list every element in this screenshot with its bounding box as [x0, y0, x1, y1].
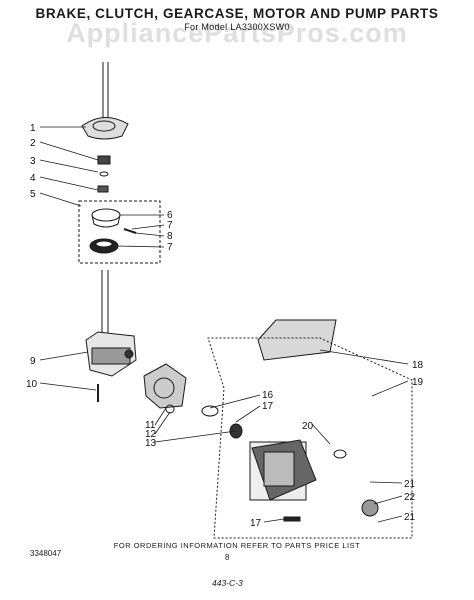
watermark: AppliancePartsPros.com	[66, 18, 408, 48]
callout-label: 7	[167, 242, 173, 253]
page-number: 8	[225, 553, 230, 562]
callout-label: 21	[404, 512, 416, 523]
callout-label: 21	[404, 479, 416, 490]
page-title: BRAKE, CLUTCH, GEARCASE, MOTOR AND PUMP …	[35, 6, 439, 21]
brake-kit-box	[78, 200, 161, 264]
brake-shaft-part	[81, 62, 129, 140]
callout-label: 2	[30, 138, 36, 149]
callout-label: 4	[30, 173, 36, 184]
motor	[249, 439, 379, 517]
callout-label: 18	[412, 360, 424, 371]
pump	[143, 363, 187, 414]
callout-label: 12	[145, 429, 157, 440]
model-number: For Model LA3300XSW0	[184, 22, 290, 32]
callout-label: 5	[30, 189, 36, 200]
small-parts-stack	[97, 155, 111, 193]
gearcase	[85, 270, 137, 377]
callout-label: 22	[404, 492, 416, 503]
callout-label: 10	[26, 379, 38, 390]
ordering-note: FOR ORDERING INFORMATION REFER TO PARTS …	[113, 541, 361, 550]
callout-label: 13	[145, 438, 157, 449]
callout-label: 8	[167, 231, 173, 242]
callout-label: 20	[302, 421, 314, 432]
callout-label: 19	[412, 377, 424, 388]
callout-label: 6	[167, 210, 173, 221]
callout-label: 17	[262, 401, 274, 412]
motor-box	[207, 337, 413, 539]
callout-label: 11	[145, 420, 156, 431]
callout-label: 17	[250, 518, 262, 529]
callout-labels: 1 2 3 4 5 6 7 8 7 9 10 11 12 13 16 17 18…	[26, 123, 424, 529]
callout-label: 7	[167, 220, 173, 231]
callout-label: 16	[262, 390, 274, 401]
callout-label: 3	[30, 156, 36, 167]
part-number: 3348047	[30, 549, 62, 558]
callout-label: 9	[30, 356, 36, 367]
leader-lines	[39, 126, 409, 523]
motor-shield	[257, 319, 337, 361]
strap	[283, 516, 301, 522]
callout-label: 1	[30, 123, 36, 134]
page-code: 443-C-3	[212, 578, 243, 588]
